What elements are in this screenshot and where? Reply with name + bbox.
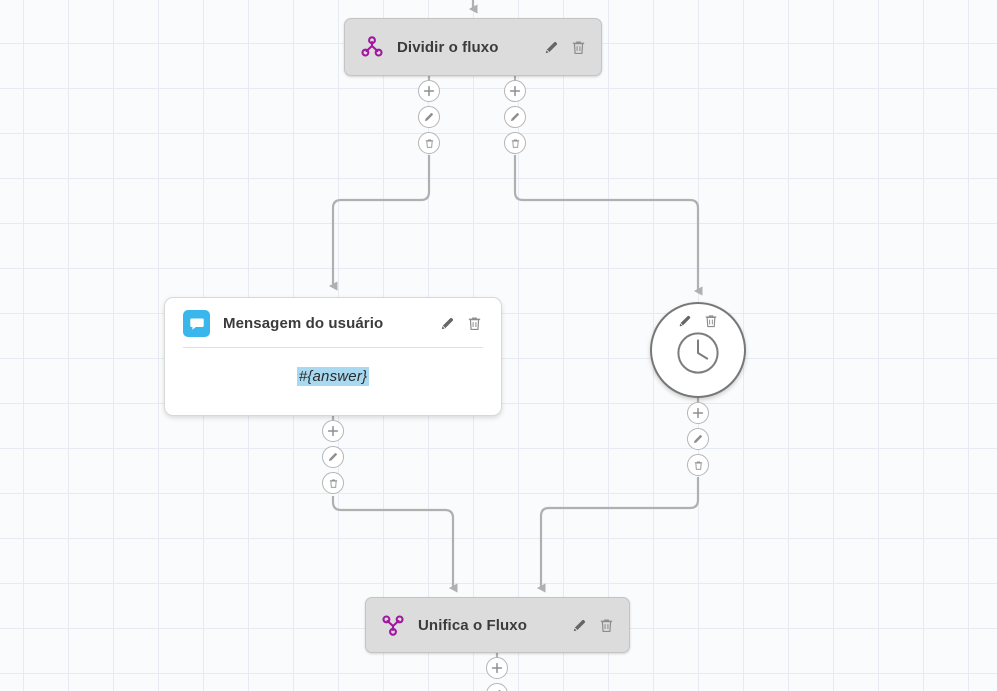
node-merge-bar[interactable]: Unifica o Fluxo: [365, 597, 630, 653]
edit-icon[interactable]: [438, 315, 456, 333]
connector-actions-split-right[interactable]: [504, 80, 526, 154]
node-merge-title: Unifica o Fluxo: [418, 616, 528, 634]
edit-icon[interactable]: [676, 312, 694, 330]
node-split-title: Dividir o fluxo: [397, 38, 499, 56]
delete-icon[interactable]: [702, 312, 720, 330]
edge-split-left-to-message: [328, 155, 431, 291]
node-message-header: Mensagem do usuário: [183, 310, 483, 347]
node-message-divider: [183, 347, 483, 348]
node-message[interactable]: Mensagem do usuário: [164, 297, 502, 416]
node-split[interactable]: Dividir o fluxo: [344, 18, 602, 76]
delete-icon[interactable]: [465, 315, 483, 333]
delete-transition-button[interactable]: [418, 132, 440, 154]
connector-actions-timer[interactable]: [687, 402, 709, 476]
chat-bubble-icon: [183, 310, 210, 337]
delete-icon[interactable]: [569, 38, 587, 56]
connector-actions-merge[interactable]: [486, 657, 508, 691]
edit-transition-button[interactable]: [687, 428, 709, 450]
node-timer[interactable]: [650, 302, 746, 398]
add-step-button[interactable]: [486, 657, 508, 679]
add-step-button[interactable]: [687, 402, 709, 424]
edit-transition-button[interactable]: [504, 106, 526, 128]
edit-icon[interactable]: [542, 38, 560, 56]
edit-transition-button[interactable]: [418, 106, 440, 128]
merge-icon: [380, 612, 406, 638]
node-message-body: #{answer}: [183, 348, 483, 405]
edit-transition-button[interactable]: [322, 446, 344, 468]
add-step-button[interactable]: [322, 420, 344, 442]
edge-split-right-to-timer: [513, 155, 703, 296]
delete-transition-button[interactable]: [322, 472, 344, 494]
connector-actions-split-left[interactable]: [418, 80, 440, 154]
edge-message-to-merge: [331, 496, 458, 593]
add-step-button[interactable]: [504, 80, 526, 102]
node-message-card[interactable]: Mensagem do usuário: [164, 297, 502, 416]
message-variable-text: #{answer}: [296, 367, 370, 386]
clock-icon: [676, 331, 720, 380]
delete-icon[interactable]: [597, 616, 615, 634]
connector-actions-message[interactable]: [322, 420, 344, 494]
node-timer-tools[interactable]: [676, 312, 720, 330]
edit-transition-button[interactable]: [486, 683, 508, 691]
edit-icon[interactable]: [570, 616, 588, 634]
delete-transition-button[interactable]: [687, 454, 709, 476]
add-step-button[interactable]: [418, 80, 440, 102]
node-message-title: Mensagem do usuário: [223, 315, 384, 332]
node-merge[interactable]: Unifica o Fluxo: [365, 597, 630, 653]
edge-timer-to-merge: [536, 477, 700, 593]
delete-transition-button[interactable]: [504, 132, 526, 154]
node-split-bar[interactable]: Dividir o fluxo: [344, 18, 602, 76]
split-icon: [359, 34, 385, 60]
